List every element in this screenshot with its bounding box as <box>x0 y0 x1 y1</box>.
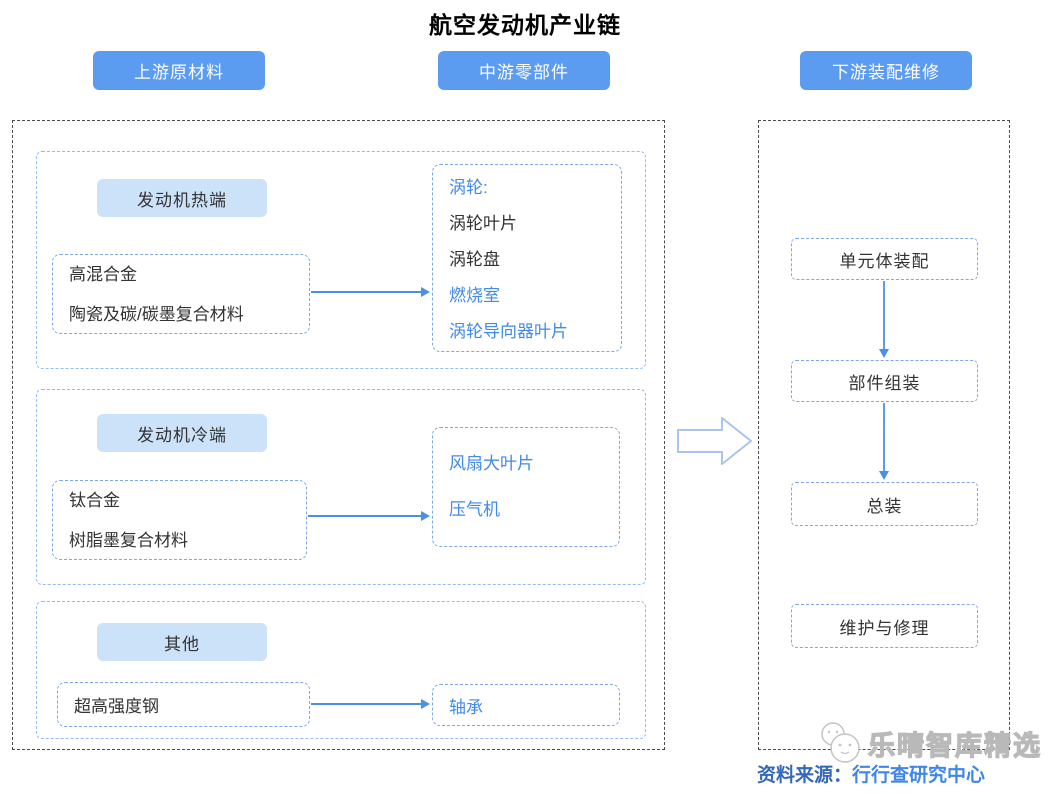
component-item: 风扇大叶片 <box>449 454 534 473</box>
section-engine-cold-end: 发动机冷端 钛合金 树脂墨复合材料 风扇大叶片 压气机 <box>36 389 646 585</box>
watermark: 乐晴智库精选 <box>812 720 1042 766</box>
material-item: 高混合金 <box>69 265 137 284</box>
section-others: 其他 超高强度钢 轴承 <box>36 601 646 739</box>
components-box: 涡轮: 涡轮叶片 涡轮盘 燃烧室 涡轮导向器叶片 <box>432 164 622 352</box>
section-engine-hot-end: 发动机热端 高混合金 陶瓷及碳/碳墨复合材料 涡轮: 涡轮叶片 涡轮盘 燃烧室 … <box>36 151 646 369</box>
arrow-materials-to-components <box>308 511 430 521</box>
source-line: 资料来源：行行查研究中心 <box>757 760 985 787</box>
downstream-container: 单元体装配 部件组装 总装 维护与修理 <box>758 120 1010 750</box>
arrow-materials-to-components <box>311 699 430 709</box>
stage-badge-downstream: 下游装配维修 <box>800 51 972 90</box>
arrow-step-down <box>879 403 889 480</box>
component-item: 涡轮: <box>449 178 488 197</box>
arrow-step-down <box>879 281 889 358</box>
source-name: 行行查研究中心 <box>852 765 986 786</box>
source-prefix: 资料来源： <box>757 765 853 786</box>
step-maintenance-repair: 维护与修理 <box>791 604 978 648</box>
material-item: 树脂墨复合材料 <box>69 531 188 550</box>
upstream-midstream-container: 发动机热端 高混合金 陶瓷及碳/碳墨复合材料 涡轮: 涡轮叶片 涡轮盘 燃烧室 … <box>12 120 665 750</box>
section-label: 发动机热端 <box>97 179 267 217</box>
material-item: 钛合金 <box>69 491 120 510</box>
material-item: 陶瓷及碳/碳墨复合材料 <box>69 305 244 324</box>
materials-box: 高混合金 陶瓷及碳/碳墨复合材料 <box>52 254 310 334</box>
stage-badge-upstream: 上游原材料 <box>93 51 265 90</box>
step-component-assembly: 部件组装 <box>791 360 978 402</box>
component-item: 压气机 <box>449 500 500 519</box>
components-box: 轴承 <box>432 684 620 726</box>
component-item: 涡轮盘 <box>449 250 500 269</box>
arrow-materials-to-components <box>311 287 430 297</box>
material-item: 超高强度钢 <box>74 697 159 716</box>
stage-badge-midstream: 中游零部件 <box>438 51 610 90</box>
component-item: 燃烧室 <box>449 286 500 305</box>
materials-box: 超高强度钢 <box>57 682 310 727</box>
watermark-text: 乐晴智库精选 <box>867 730 1042 761</box>
page-title: 航空发动机产业链 <box>429 12 621 38</box>
section-label: 发动机冷端 <box>97 414 267 452</box>
materials-box: 钛合金 树脂墨复合材料 <box>52 480 307 560</box>
component-item: 轴承 <box>449 697 483 717</box>
components-box: 风扇大叶片 压气机 <box>432 427 620 547</box>
component-item: 涡轮叶片 <box>449 214 517 233</box>
step-unit-assembly: 单元体装配 <box>791 238 978 280</box>
flow-arrow-to-downstream <box>677 417 752 465</box>
step-final-assembly: 总装 <box>791 482 978 526</box>
section-label: 其他 <box>97 623 267 661</box>
component-item: 涡轮导向器叶片 <box>449 322 568 341</box>
smiley-logo-icon <box>821 722 860 763</box>
